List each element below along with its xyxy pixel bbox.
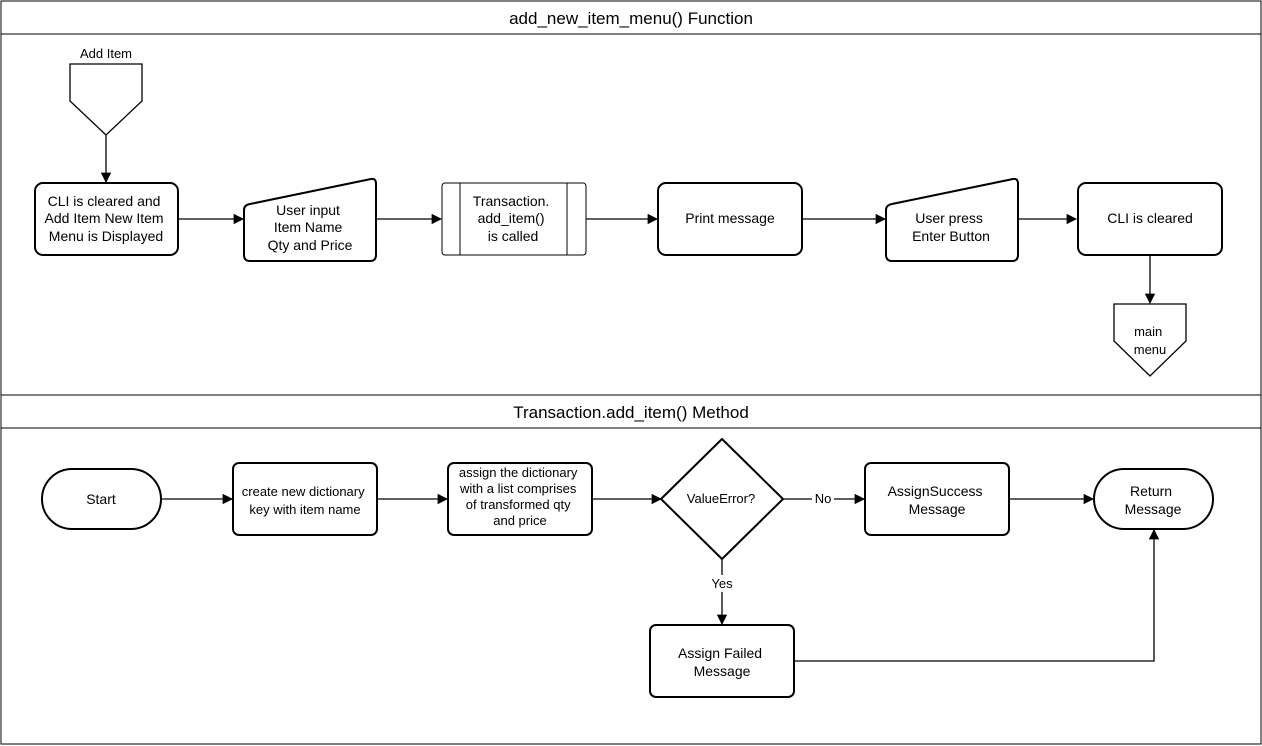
- node-text-line: User press: [915, 210, 983, 226]
- node-cli-cleared-and-menu-displayed: CLI is cleared and Add Item New Item Men…: [34, 182, 179, 256]
- svg-text:Return Message: Return Message: [1125, 483, 1182, 517]
- svg-text:User press Enter Button: User press Enter Button: [912, 210, 990, 244]
- edge-label-bg: [812, 490, 834, 507]
- node-transaction-add-item-called: Transaction. add_item() is called: [441, 182, 587, 256]
- node-text-line: menu: [1134, 342, 1167, 357]
- node-text-line: ValueError?: [687, 491, 755, 506]
- node-text-line: is called: [488, 228, 539, 244]
- edge-label-no: No: [815, 491, 832, 506]
- node-assign-dictionary-list: assign the dictionary with a list compri…: [447, 462, 593, 536]
- svg-text:assign the dictionary wi: assign the dictionary with a list compri…: [459, 465, 581, 528]
- node-create-dictionary-key: create new dictionary key with item name: [232, 462, 378, 536]
- edge-label-yes: Yes: [711, 576, 733, 591]
- node-text-line: Add Item New Item: [45, 210, 164, 226]
- node-text-line: and price: [493, 513, 546, 528]
- swimlane-transaction-add-item: Transaction.add_item() Method: [0, 394, 1262, 745]
- edge-label-bg: [708, 575, 736, 592]
- node-text-line: User input: [276, 202, 340, 218]
- svg-text:User input Item Name: User input Item Name Qty and Price: [268, 202, 353, 253]
- swimlane-title-add-new-item-menu: add_new_item_menu() Function: [509, 9, 753, 28]
- node-text-line: Message: [694, 663, 751, 679]
- node-text-line: Message: [1125, 501, 1182, 517]
- node-text-line: with a list comprises: [459, 481, 577, 496]
- svg-text:main menu: main menu: [1134, 324, 1167, 357]
- node-text-line: Item Name: [274, 219, 343, 235]
- node-text-line: of transformed qty: [466, 497, 571, 512]
- node-text-line: Enter Button: [912, 228, 990, 244]
- node-text-line: Transaction.: [473, 193, 550, 209]
- node-text-line: CLI is cleared: [1107, 210, 1193, 226]
- node-text-line: Print message: [685, 210, 775, 226]
- entry-connector-add-item: Add Item: [69, 46, 143, 136]
- node-text-line: CLI is cleared and: [48, 193, 161, 209]
- svg-text:AssignSuccess Message: AssignSuccess Message: [888, 483, 987, 517]
- node-text-line: Assign Failed: [678, 645, 762, 661]
- node-text-line: create new dictionary: [242, 484, 365, 499]
- node-return-message: Return Message: [1093, 468, 1214, 530]
- node-start: Start: [41, 468, 162, 530]
- node-user-input: User input Item Name Qty and Price: [243, 177, 377, 262]
- svg-text:Assign Failed Message: Assign Failed Message: [678, 645, 766, 679]
- node-cli-cleared: CLI is cleared: [1077, 182, 1223, 256]
- exit-connector-main-menu: main menu: [1113, 303, 1187, 377]
- svg-text:CLI is cleared and Add I: CLI is cleared and Add Item New Item Men…: [45, 193, 168, 244]
- node-assign-failed-message: Assign Failed Message: [649, 624, 795, 698]
- node-text-line: main: [1134, 324, 1162, 339]
- node-text-line: key with item name: [249, 502, 360, 517]
- node-text-line: Return: [1130, 483, 1172, 499]
- node-print-message: Print message: [657, 182, 803, 256]
- node-text-line: assign the dictionary: [459, 465, 578, 480]
- entry-label: Add Item: [80, 46, 132, 61]
- node-text-line: Menu is Displayed: [49, 228, 163, 244]
- node-text-line: Qty and Price: [268, 237, 353, 253]
- node-text-line: add_item(): [478, 210, 545, 226]
- node-text-line: Message: [909, 501, 966, 517]
- node-user-press-enter: User press Enter Button: [885, 177, 1019, 262]
- node-assign-success-message: AssignSuccess Message: [864, 462, 1010, 536]
- svg-text:Transaction. add_item(): Transaction. add_item() is called: [473, 193, 553, 244]
- svg-text:create new dictionary ke: create new dictionary key with item name: [242, 484, 368, 517]
- swimlane-add-new-item-menu: add_new_item_menu() Function: [0, 0, 1262, 396]
- node-decision-value-error: ValueError?: [660, 438, 784, 560]
- edge-failed-to-return: [794, 528, 1160, 662]
- node-text-line: Start: [86, 491, 116, 507]
- swimlane-title-transaction-add-item: Transaction.add_item() Method: [513, 403, 749, 422]
- node-text-line: AssignSuccess: [888, 483, 983, 499]
